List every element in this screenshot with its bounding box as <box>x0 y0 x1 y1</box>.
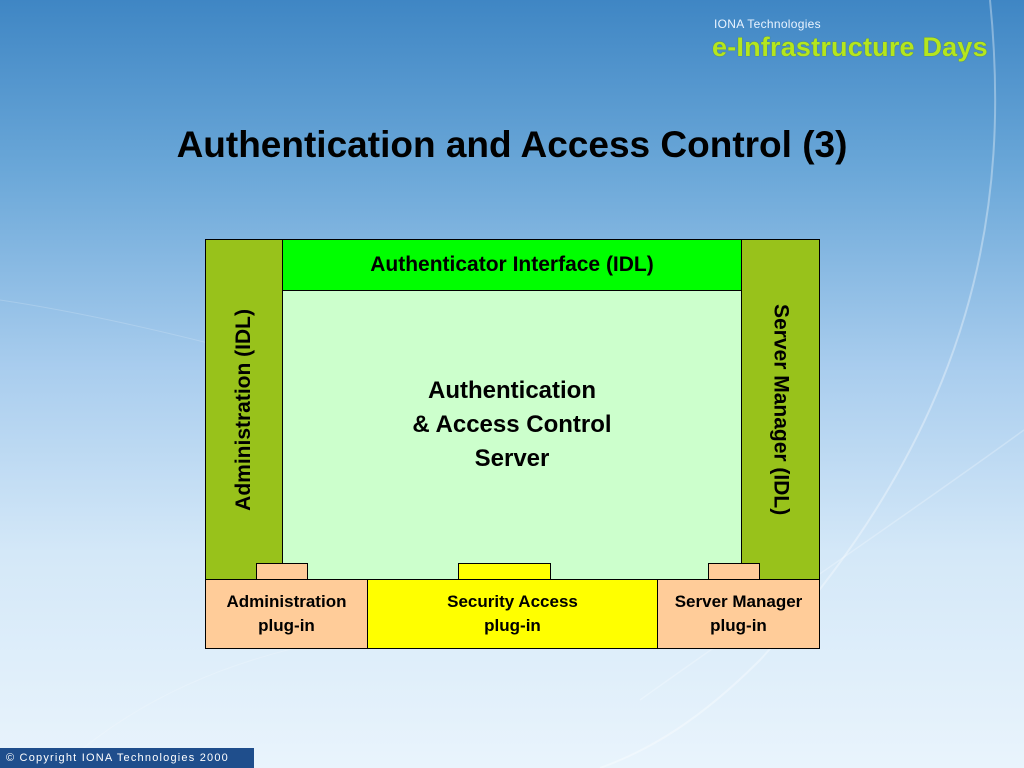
server-label-line3: Server <box>474 445 550 472</box>
server-manager-plugin-line2: plug-in <box>710 616 767 635</box>
brand-event-logo: e-Infrastructure Days <box>712 32 988 62</box>
authenticator-interface-label: Authenticator Interface (IDL) <box>370 253 654 276</box>
admin-plugin-line2: plug-in <box>258 616 315 635</box>
security-plugin-line1: Security Access <box>447 592 578 611</box>
admin-plugin-line1: Administration <box>226 592 347 611</box>
security-access-plugin: Security Access plug-in <box>367 579 658 649</box>
server-manager-idl-panel: Server Manager (IDL) <box>741 239 820 580</box>
brand-company: IONA Technologies <box>714 17 821 31</box>
administration-idl-label: Administration (IDL) <box>232 308 255 511</box>
security-plugin-line2: plug-in <box>484 616 541 635</box>
server-manager-idl-label: Server Manager (IDL) <box>769 303 793 516</box>
page-title: Authentication and Access Control (3) <box>176 124 848 165</box>
administration-plugin: Administration plug-in <box>205 579 368 649</box>
auth-access-control-server: Authentication & Access Control Server <box>282 290 742 580</box>
server-manager-plugin-line1: Server Manager <box>674 592 803 611</box>
server-label-line1: Authentication <box>428 377 596 404</box>
server-label-line2: & Access Control <box>412 411 612 438</box>
copyright-footer: © Copyright IONA Technologies 2000 <box>0 748 254 768</box>
authenticator-interface-bar: Authenticator Interface (IDL) <box>282 239 742 291</box>
server-manager-plugin: Server Manager plug-in <box>657 579 820 649</box>
administration-idl-panel: Administration (IDL) <box>205 239 283 580</box>
